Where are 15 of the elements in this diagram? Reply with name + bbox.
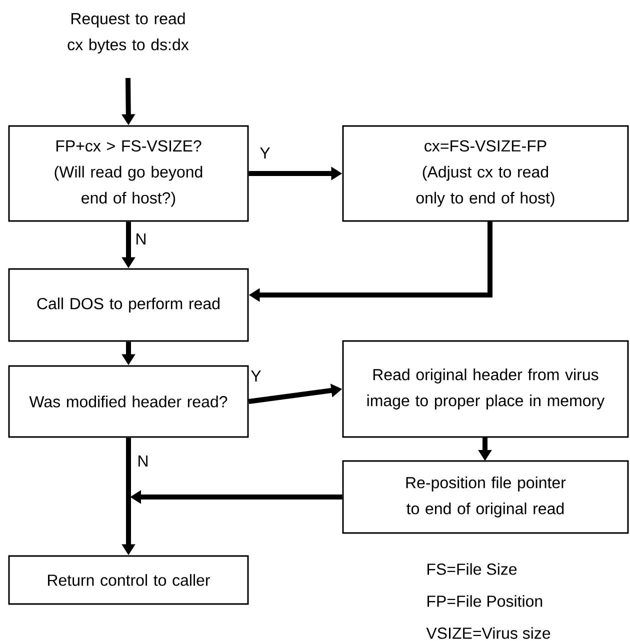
edge-label: N — [134, 232, 148, 246]
process-box: cx=FS-VSIZE-FP (Adjust cx to read only to end of host) — [342, 125, 629, 222]
process-box: Read original header from virus image to proper place in memory — [342, 340, 629, 438]
process-box: Call DOS to perform read — [8, 268, 249, 342]
process-box: Return control to caller — [8, 555, 249, 605]
process-box: Was modified header read? — [8, 365, 249, 438]
edge-label: Y — [250, 370, 262, 382]
process-box: FP+cx > FS-VSIZE? (Will read go beyond end of host?) — [8, 125, 249, 222]
edge-label: Y — [258, 146, 272, 160]
process-box: Re-position file pointer to end of original read — [342, 460, 629, 534]
start-text: Request to read cx bytes to ds:dx — [68, 12, 189, 54]
legend-note: FP=File Position — [428, 595, 542, 607]
edge-label: N — [136, 454, 150, 468]
legend-note: VSIZE=Virus size — [426, 627, 550, 639]
legend-note: FS=File Size — [428, 563, 517, 575]
